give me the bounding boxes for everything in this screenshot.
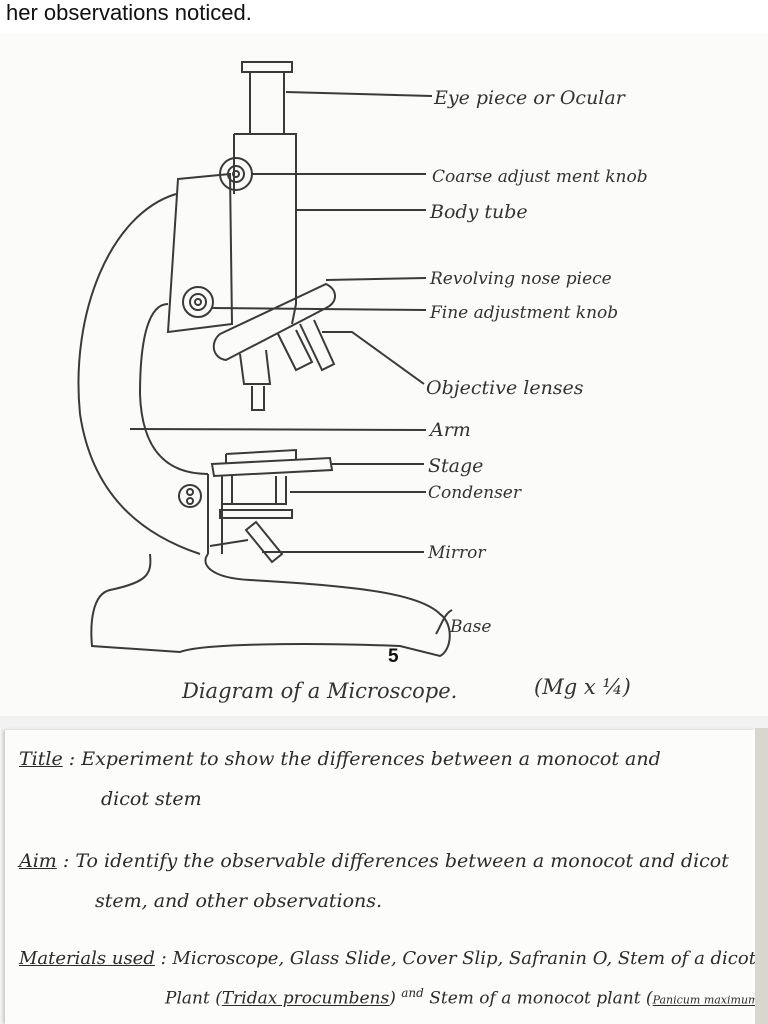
header-text: her observations noticed.	[6, 0, 252, 25]
label-eyepiece: Eye piece or Ocular	[433, 87, 627, 109]
aim-line: Aim : To identify the observable differe…	[19, 850, 729, 872]
materials-text-2b: )	[389, 988, 396, 1009]
label-revolving-nose-piece: Revolving nose piece	[429, 269, 612, 289]
aim-text-2: stem, and other observations.	[95, 890, 383, 912]
aim-label: Aim	[19, 850, 57, 872]
diagram-page: Eye piece or Ocular Coarse adjust ment k…	[0, 34, 768, 716]
title-line: Title : Experiment to show the differenc…	[19, 748, 661, 770]
materials-and: and	[401, 986, 424, 1000]
materials-text-2c: Stem of a monocot plant (	[429, 988, 653, 1009]
label-body-tube: Body tube	[429, 201, 528, 223]
label-condenser: Condenser	[428, 483, 522, 503]
label-mirror: Mirror	[427, 543, 486, 563]
label-stage: Stage	[428, 455, 483, 477]
microscope-diagram: Eye piece or Ocular Coarse adjust ment k…	[77, 61, 648, 703]
title-label: Title	[19, 748, 63, 770]
diagram-magnification: (Mg x ¼)	[534, 675, 631, 699]
label-fine-knob: Fine adjustment knob	[429, 303, 618, 323]
title-text-2: dicot stem	[101, 788, 202, 810]
materials-text-1: Microscope, Glass Slide, Cover Slip, Saf…	[172, 948, 756, 969]
materials-label: Materials used	[19, 948, 155, 969]
notes-page: Title : Experiment to show the differenc…	[0, 728, 768, 1024]
label-arm: Arm	[428, 419, 471, 441]
species-1: Tridax procumbens	[221, 988, 390, 1009]
label-coarse-knob: Coarse adjust ment knob	[432, 167, 648, 187]
notes-card: Title : Experiment to show the differenc…	[5, 730, 758, 1024]
materials-text-2a: Plant (	[165, 988, 222, 1009]
species-2: Panicum maximum	[652, 993, 759, 1007]
page-number: 5	[388, 646, 399, 667]
aim-text-1: To identify the observable differences b…	[75, 850, 729, 872]
materials-line-2: Plant (Tridax procumbens) and Stem of a …	[165, 986, 758, 1009]
title-text-1: Experiment to show the differences betwe…	[81, 748, 661, 770]
page-gap	[0, 716, 768, 728]
label-objective-lenses: Objective lenses	[426, 377, 584, 399]
label-base: Base	[449, 617, 491, 637]
materials-line: Materials used : Microscope, Glass Slide…	[19, 948, 756, 969]
diagram-caption: Diagram of a Microscope.	[181, 679, 457, 703]
page-edge	[755, 728, 768, 1024]
